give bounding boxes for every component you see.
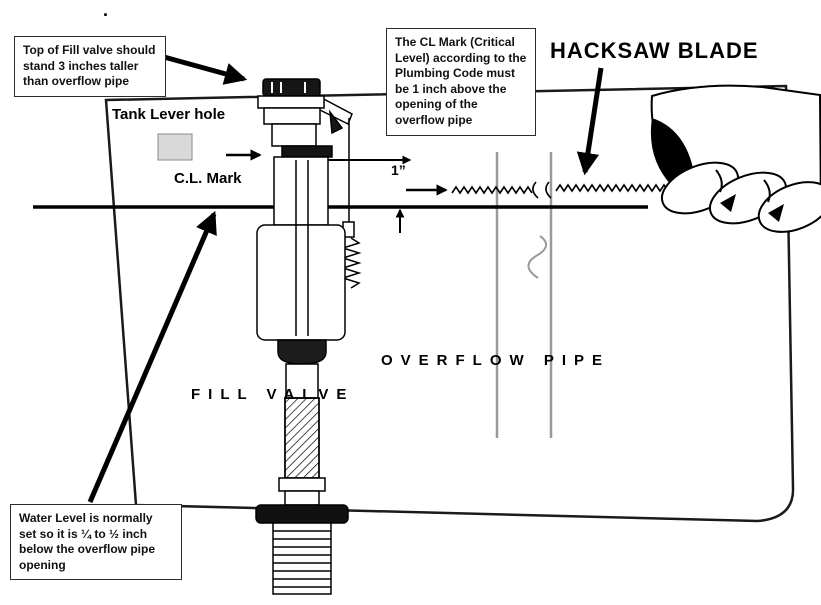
- finger-gap-shade: [768, 204, 784, 222]
- tank-outline-drawing: [104, 84, 795, 523]
- hand-shadow: [650, 118, 694, 188]
- hacksaw-pointer-arrow: [576, 67, 604, 176]
- knuckle-crease: [715, 169, 723, 193]
- fill-valve-label: FILL VALVE: [191, 386, 355, 403]
- hand-drawing: [650, 84, 821, 233]
- blade-break-mark: [532, 181, 552, 199]
- fill-valve-drawing: [255, 78, 362, 595]
- callout-water-level: Water Level is normally set so it is ¼ t…: [10, 504, 182, 581]
- hacksaw-blade-label: HACKSAW BLADE: [550, 38, 759, 63]
- tank-lever-hole-label: Tank Lever hole: [112, 106, 226, 123]
- pipe-break-squiggle: [527, 235, 547, 279]
- overflow-pipe-drawing: [495, 152, 553, 438]
- one-inch-label: 1”: [391, 162, 406, 178]
- cl-mark-label: C.L. Mark: [174, 170, 242, 187]
- cl-mark-band: [281, 145, 333, 158]
- gasket: [255, 504, 349, 524]
- tank-lever-hole: [157, 133, 193, 161]
- finger-gap-shade: [720, 194, 736, 212]
- stray-mark: .: [103, 0, 109, 20]
- callout-cl-mark-code: The CL Mark (Critical Level) according t…: [386, 28, 536, 136]
- water-level-pointer-arrow: [87, 210, 217, 503]
- overflow-pipe-label: OVERFLOW PIPE: [381, 352, 611, 369]
- knuckle-crease: [763, 179, 771, 203]
- callout-fill-valve-height: Top of Fill valve should stand 3 inches …: [14, 36, 166, 97]
- fill-valve-pointer-arrow: [163, 54, 248, 85]
